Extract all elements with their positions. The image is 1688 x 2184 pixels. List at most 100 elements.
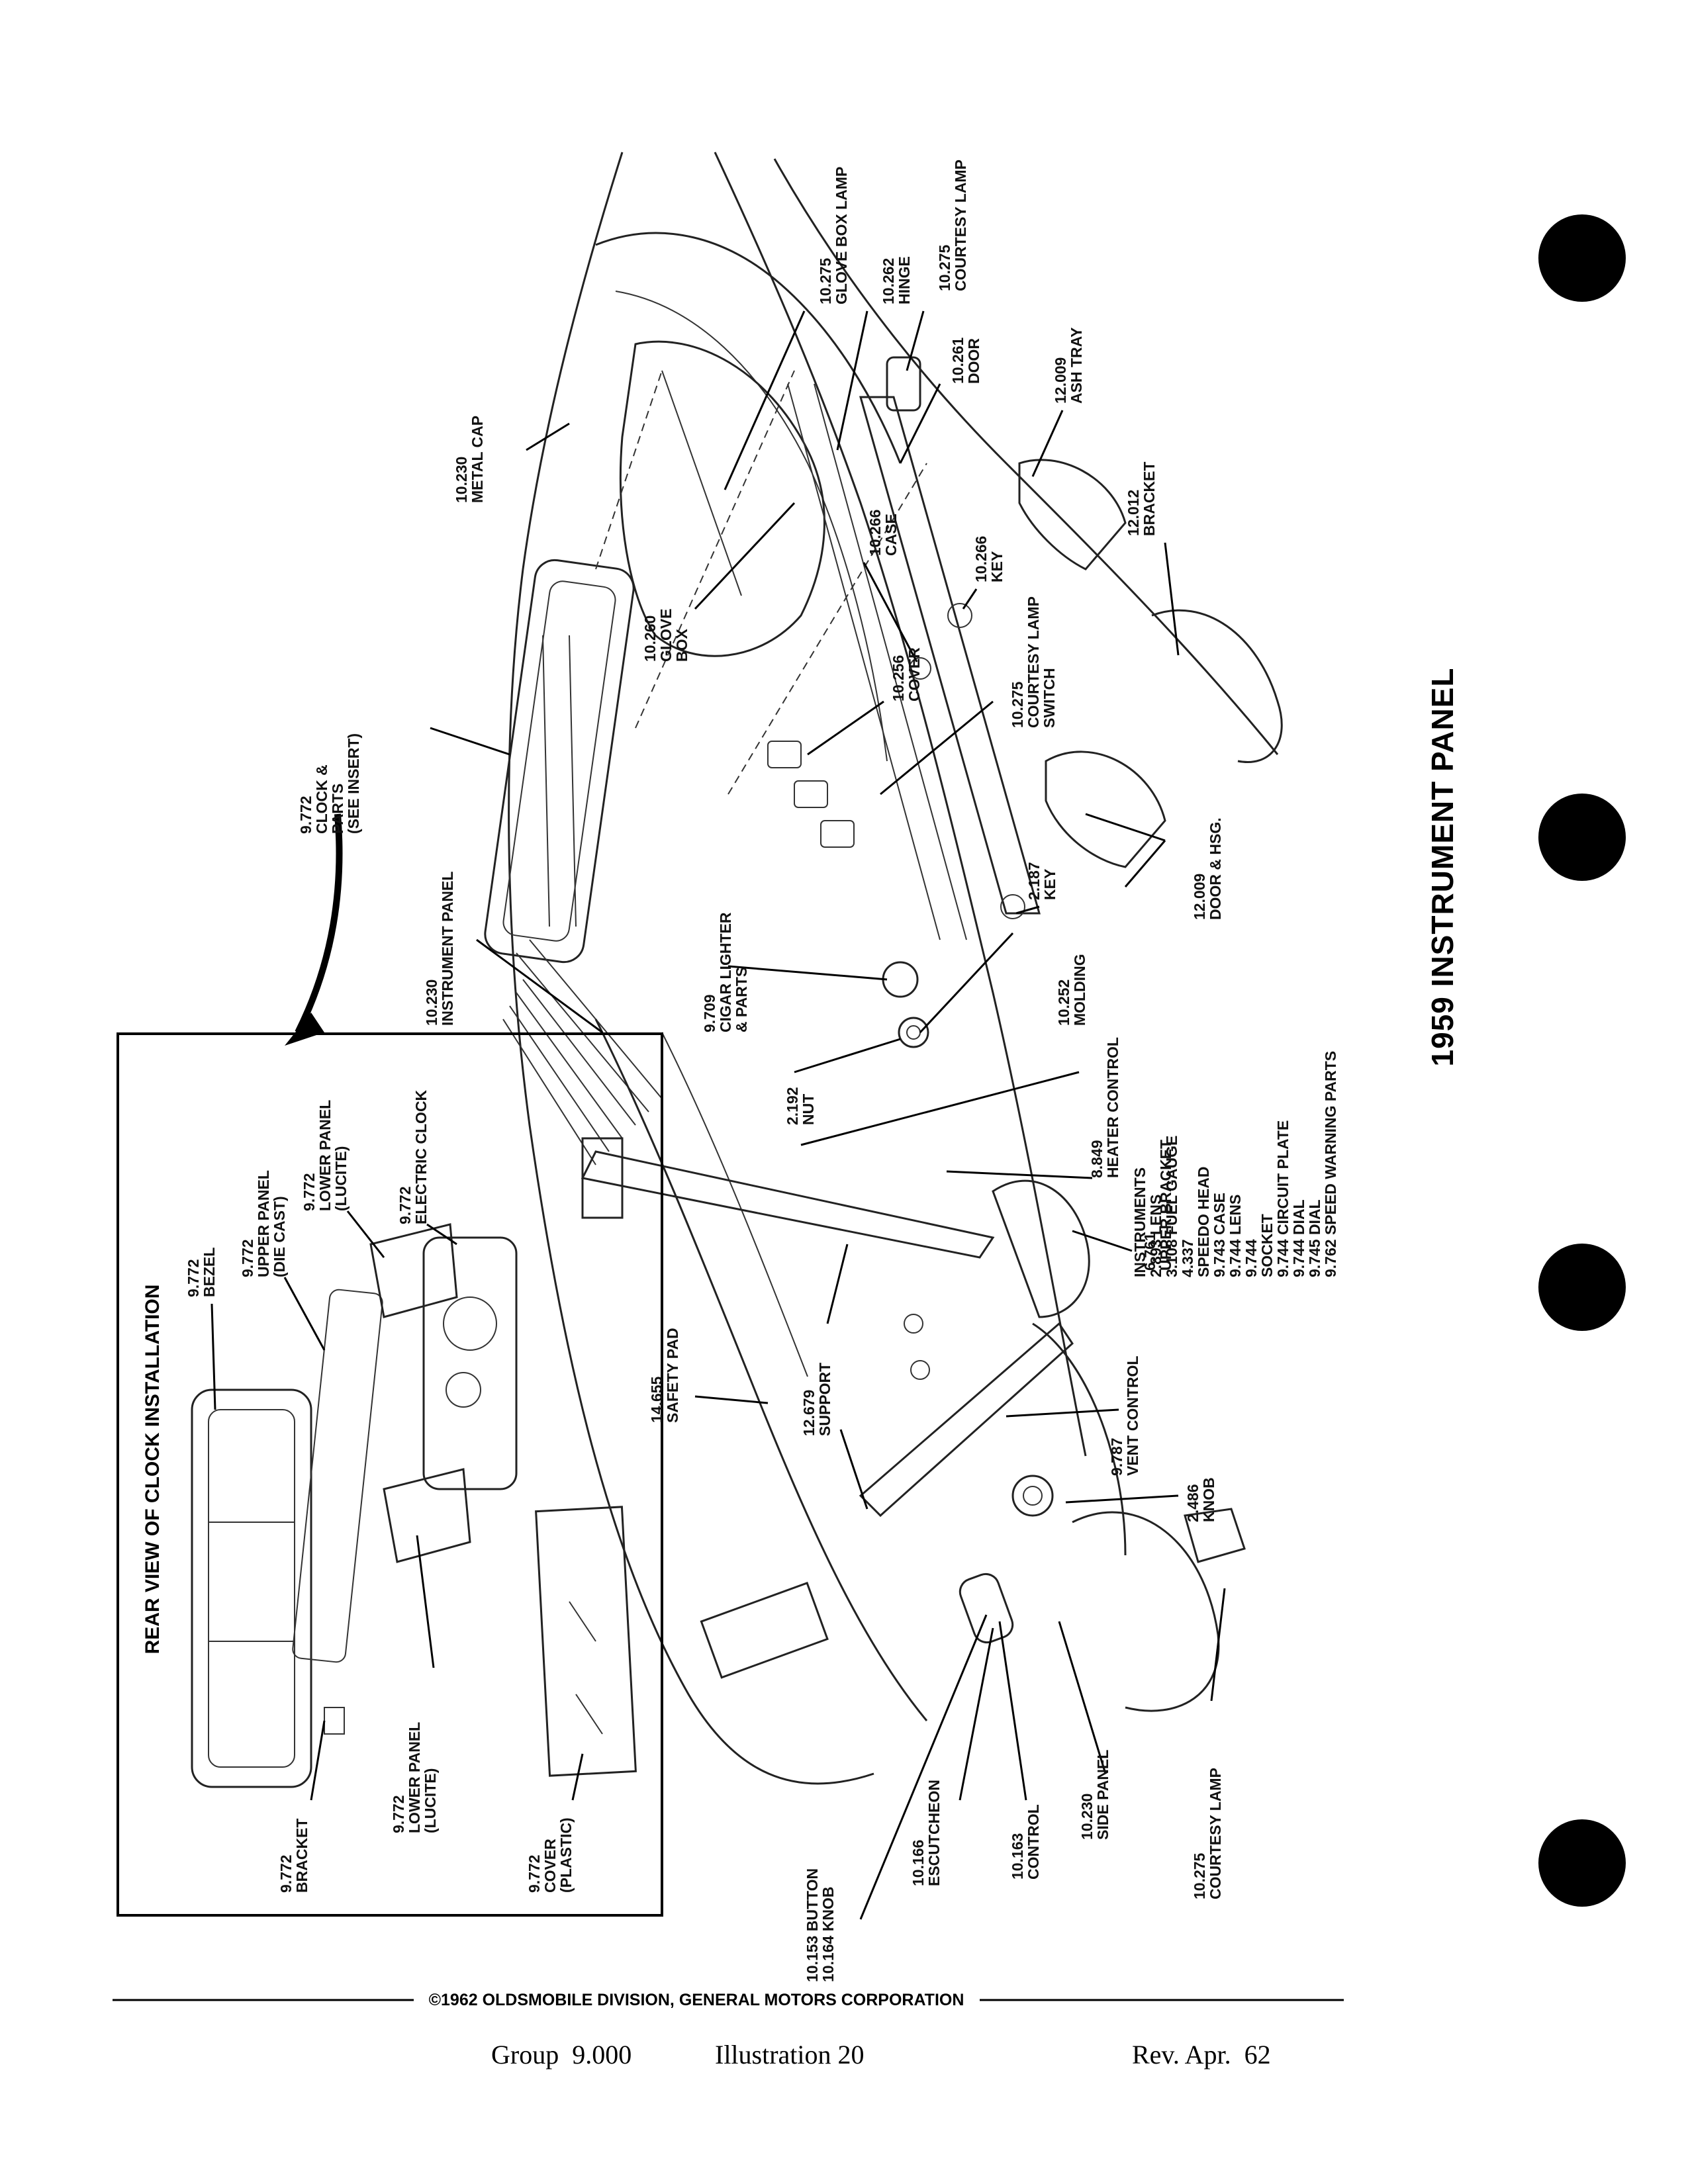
callout-line: 9.772 (397, 1186, 414, 1224)
callout-line: 12.009 (1052, 357, 1069, 404)
callout-line: 9.744 CIRCUIT PLATE (1274, 1120, 1291, 1277)
callout-metal-cap: 10.230METAL CAP (453, 416, 486, 503)
callout-glove-box: 10.260GLOVEBOX (641, 608, 690, 662)
callout-line: ESCUTCHEON (925, 1780, 943, 1886)
callout-line: (SEE INSERT) (345, 733, 362, 834)
callout-line: 10.153 BUTTON (804, 1868, 821, 1982)
punch-hole (1538, 214, 1626, 302)
callout-line: KEY (1041, 869, 1058, 900)
footer-revision: Rev. Apr. 62 (1132, 2040, 1271, 2070)
callout-line: LOWER PANEL (406, 1722, 423, 1833)
callout-line: COURTESY LAMP (952, 159, 969, 291)
callout-courtesy-lamp-top: 10.275COURTESY LAMP (936, 159, 969, 291)
panel-artwork (484, 152, 1283, 1785)
callout-line: 10.164 KNOB (820, 1887, 837, 1982)
callout-line: DOOR (965, 338, 982, 384)
callout-line: (LUCITE) (332, 1146, 350, 1211)
callout-line: (PLASTIC) (557, 1817, 575, 1893)
callout-instruments: INSTRUMENTS2.893 LENS3.108 FUEL GAUGE4.3… (1131, 1051, 1339, 1277)
callout-line: 10.256 (890, 655, 907, 702)
callout-line: INSTRUMENT PANEL (439, 872, 456, 1026)
callout-line: 9.762 SPEED WARNING PARTS (1322, 1051, 1339, 1277)
callout-line: 10.230 (423, 979, 440, 1026)
callout-line: COVER (906, 647, 923, 702)
callout-line: 9.743 CASE (1211, 1193, 1228, 1277)
callout-line: 9.744 LENS (1227, 1195, 1244, 1277)
callout-instrument-panel: 10.230INSTRUMENT PANEL (423, 872, 456, 1026)
callout-line: 9.772 (185, 1259, 202, 1297)
callout-line: 9.772 (526, 1854, 543, 1893)
callout-key-lock: 10.266KEY (972, 536, 1006, 582)
callout-upper-bracket: 6.761UPPER BRACKET (1141, 1140, 1174, 1271)
callout-case: 10.266CASE (867, 510, 900, 556)
callout-line: CIGAR LIGHTER (717, 912, 734, 1032)
callout-heater-control: 8.849HEATER CONTROL (1088, 1037, 1121, 1178)
callout-cover: 10.256COVER (890, 647, 923, 702)
callout-line: 9.745 DIAL (1306, 1199, 1323, 1277)
callout-bezel: 9.772BEZEL (185, 1248, 218, 1297)
callout-line: (LUCITE) (422, 1768, 439, 1833)
callout-line: CLOCK & (313, 764, 330, 834)
callout-line: SUPPORT (816, 1363, 833, 1436)
callout-line: KNOB (1200, 1477, 1217, 1522)
callout-line: 3.108 FUEL GAUGE (1163, 1136, 1180, 1277)
callout-line: 9.709 (701, 994, 718, 1032)
callout-control: 10.163CONTROL (1009, 1804, 1042, 1880)
callout-line: ASH TRAY (1068, 328, 1085, 404)
callout-line: & PARTS (733, 967, 750, 1032)
callout-electric-clock: 9.772ELECTRIC CLOCK (397, 1089, 430, 1224)
callout-line: 12.009 (1191, 874, 1208, 920)
callout-line: SOCKET (1258, 1214, 1276, 1277)
callout-cover-plastic: 9.772COVER(PLASTIC) (526, 1817, 575, 1893)
callout-button-knob: 10.153 BUTTON10.164 KNOB (804, 1868, 837, 1982)
callout-door: 10.261DOOR (949, 337, 982, 384)
callout-line: PARTS (329, 784, 346, 834)
callout-line: 10.266 (972, 536, 990, 582)
callout-line: ELECTRIC CLOCK (412, 1089, 430, 1224)
callout-line: 10.275 (936, 244, 953, 291)
callout-line: CONTROL (1025, 1804, 1042, 1880)
callout-line: 10.261 (949, 337, 966, 384)
callout-layer: 10.275GLOVE BOX LAMP 10.262HINGE 10.275COU… (297, 159, 1339, 1982)
callout-support: 12.679SUPPORT (800, 1363, 833, 1436)
callout-line: 14.655 (648, 1376, 665, 1423)
callout-line: 2.192 (784, 1087, 801, 1125)
callout-line: 8.849 (1088, 1140, 1105, 1178)
callout-safety-pad: 14.655SAFETY PAD (648, 1328, 681, 1423)
copyright-notice: ©1962 OLDSMOBILE DIVISION, GENERAL MOTOR… (429, 1991, 964, 2009)
callout-line: UPPER PANEL (255, 1170, 272, 1277)
inset-title: REAR VIEW OF CLOCK INSTALLATION (142, 1285, 164, 1655)
callout-line: 9.744 (1243, 1239, 1260, 1277)
callout-clock-parts: 9.772CLOCK &PARTS(SEE INSERT) (297, 733, 362, 834)
inset-leader-lines (211, 1210, 584, 1801)
callout-line: 10.252 (1055, 979, 1072, 1026)
callout-hinge: 10.262HINGE (880, 256, 913, 304)
callout-line: MOLDING (1071, 954, 1088, 1026)
callout-line: CASE (882, 514, 900, 556)
callout-line: COVER (541, 1839, 559, 1893)
callout-line: LOWER PANEL (316, 1100, 334, 1211)
callout-line: BRACKET (293, 1819, 310, 1893)
callout-line: 9.772 (390, 1795, 407, 1833)
callout-ignition-key: 2.187KEY (1025, 862, 1058, 900)
callout-door-hsg: 12.009DOOR & HSG. (1191, 817, 1224, 920)
callout-side-panel: 10.230SIDE PANEL (1078, 1750, 1111, 1840)
page-title: 1959 INSTRUMENT PANEL (1425, 668, 1460, 1067)
callout-line: (DIE CAST) (271, 1196, 288, 1277)
callout-line: 10.230 (1078, 1794, 1096, 1840)
callout-line: INSTRUMENTS (1131, 1167, 1149, 1277)
callout-line: KEY (988, 551, 1006, 582)
callout-line: SIDE PANEL (1094, 1750, 1111, 1840)
callout-line: SAFETY PAD (664, 1328, 681, 1423)
callout-line: 9.787 (1108, 1437, 1125, 1476)
callout-line: BRACKET (1141, 462, 1158, 536)
callout-line: DOOR & HSG. (1207, 817, 1224, 920)
callout-line: 2.893 LENS (1147, 1195, 1164, 1277)
callout-line: 9.772 (301, 1173, 318, 1211)
callout-glove-box-lamp: 10.275GLOVE BOX LAMP (817, 167, 850, 304)
callout-line: 9.744 DIAL (1290, 1199, 1307, 1277)
callout-upper-panel: 9.772UPPER PANEL(DIE CAST) (239, 1170, 288, 1277)
callout-bracket-inset: 9.772BRACKET (277, 1819, 310, 1893)
